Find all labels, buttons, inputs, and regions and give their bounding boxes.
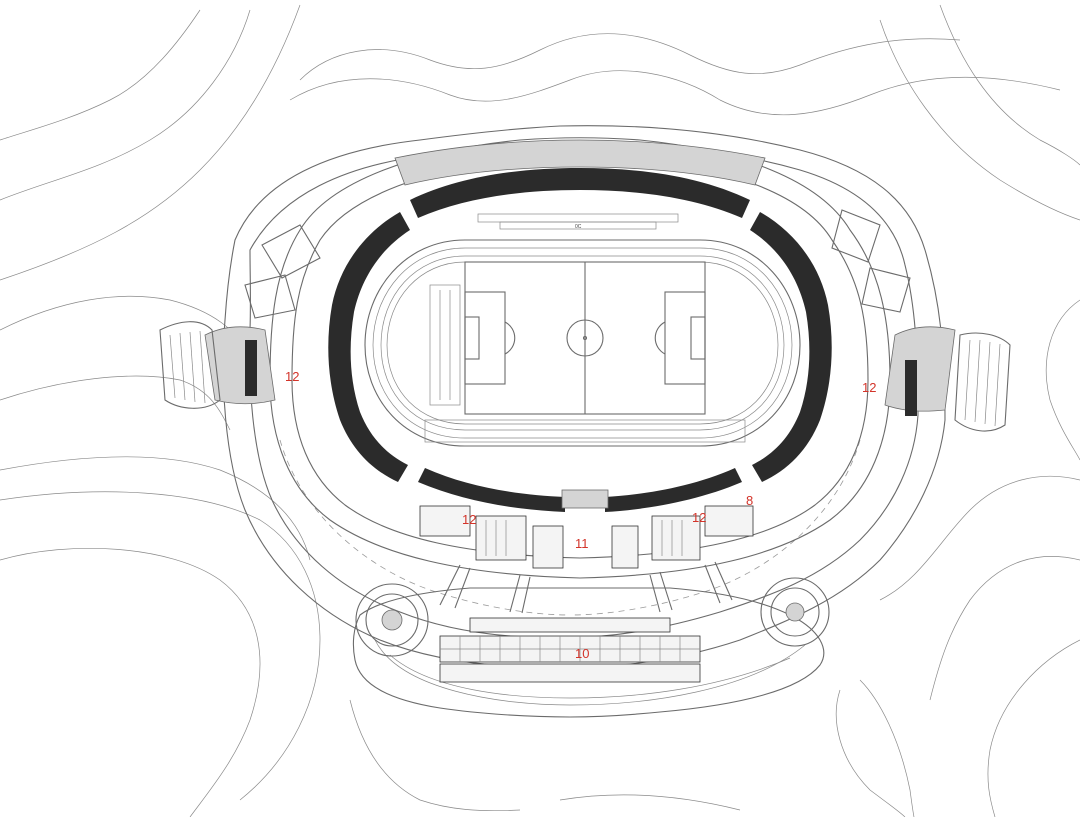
scoreboard-text: 0C (575, 224, 582, 230)
label-south-left-block: 12 (462, 512, 476, 527)
label-front-building: 10 (575, 646, 589, 661)
podium-outline (222, 125, 946, 669)
front-building-room-grid (440, 636, 700, 662)
seating-bowl (328, 168, 832, 512)
label-south-corner: 8 (746, 493, 753, 508)
south-service-blocks (419, 505, 754, 569)
label-west-concourse: 12 (285, 369, 299, 384)
football-pitch[interactable] (464, 261, 706, 415)
landscape-contours (0, 4, 1080, 817)
label-south-right-block: 12 (692, 510, 706, 525)
running-track (364, 239, 801, 447)
plan-labels: 12 12 12 12 8 11 10 (285, 369, 876, 661)
north-corner-structures (244, 209, 911, 319)
label-east-concourse: 12 (862, 380, 876, 395)
east-entrance (884, 326, 1011, 432)
west-entrance (159, 321, 276, 409)
connection-bridges (439, 561, 733, 614)
south-stairs (561, 489, 609, 509)
scoreboard: 0C (477, 213, 679, 230)
label-south-center: 11 (575, 536, 589, 551)
front-building (352, 577, 830, 718)
north-canopy (394, 139, 766, 186)
stadium-shell (269, 137, 891, 579)
